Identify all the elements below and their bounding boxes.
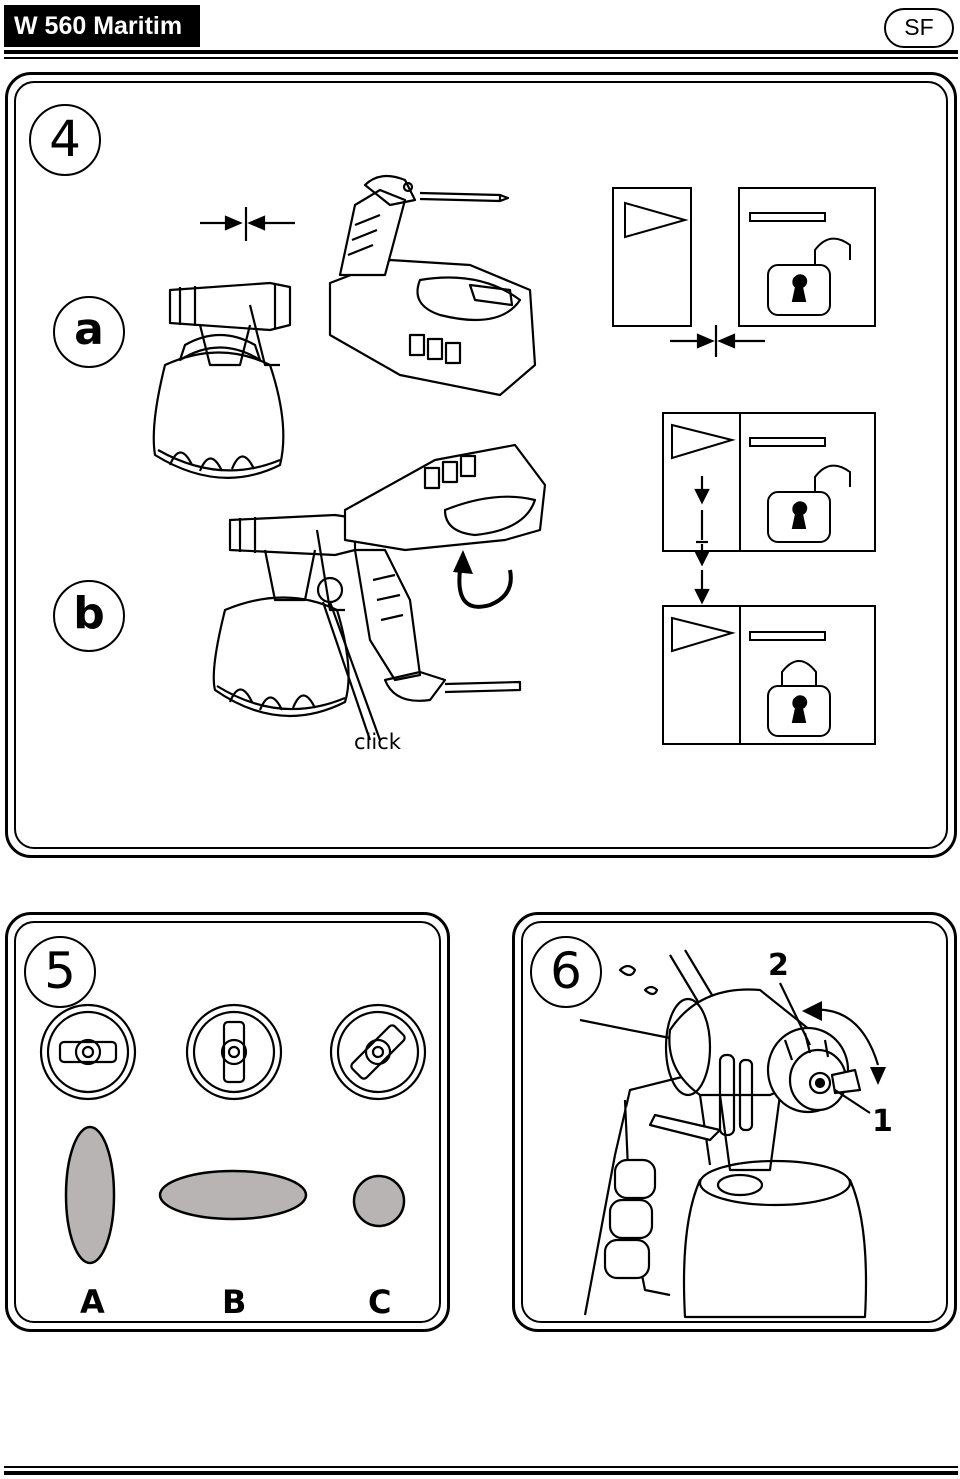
pattern-label-b: B (222, 1283, 247, 1321)
pattern-vertical-ellipse (64, 1125, 116, 1265)
nozzle-adjustment-illustration (579, 949, 886, 1319)
locking-sequence-diagram (662, 412, 876, 745)
figure-5-number: 5 (24, 936, 96, 1008)
header-rule-thick (4, 50, 958, 54)
pattern-round (352, 1174, 406, 1228)
pattern-horizontal-ellipse (158, 1169, 308, 1221)
language-badge: SF (884, 8, 954, 48)
sprayer-separated-illustration (152, 174, 537, 479)
pattern-label-a: A (80, 1283, 105, 1321)
step-b-label: b (53, 580, 125, 652)
model-title: W 560 Maritim (4, 5, 200, 47)
callout-2-label: 2 (768, 948, 789, 983)
header-rule-thin (4, 57, 958, 59)
figure-6-inner-frame (521, 921, 948, 1323)
footer-rule-thin (4, 1466, 958, 1468)
figure-5-panel (5, 912, 450, 1332)
figure-5-inner-frame (14, 921, 441, 1323)
click-label: click (354, 730, 401, 754)
nozzle-positions-diagram (39, 1003, 427, 1101)
figure-4-inner-frame (14, 81, 948, 849)
sprayer-assembled-illustration (212, 443, 547, 741)
step-a-label: a (53, 296, 125, 368)
figure-6-number: 6 (530, 936, 602, 1008)
footer-rule-thick (4, 1471, 958, 1475)
pattern-label-c: C (368, 1283, 392, 1321)
spray-patterns-diagram (64, 1125, 406, 1265)
figure-6-panel (512, 912, 957, 1332)
figure-4-number: 4 (29, 104, 101, 176)
unlocked-indicator-diagram (612, 187, 876, 357)
callout-1-label: 1 (872, 1104, 893, 1139)
figure-4-panel (5, 72, 957, 858)
